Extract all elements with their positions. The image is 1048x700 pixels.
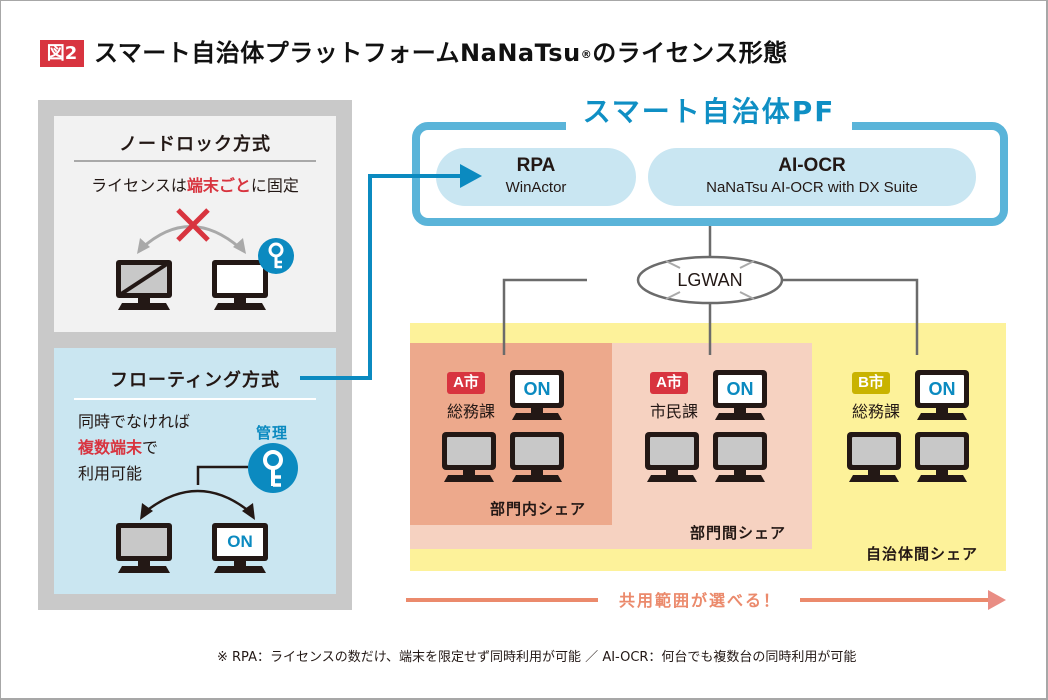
city-a-badge: A市 (447, 372, 485, 394)
prohibited-x-icon (176, 208, 210, 242)
figure-number-badge: 図2 (40, 40, 84, 67)
footnote: ※ RPA：ライセンスの数だけ、端末を限定せず同時利用が可能 ／ AI-OCR：… (217, 650, 857, 665)
ai-ocr-label: AI-OCR (778, 155, 846, 176)
rpa-label: RPA (516, 155, 556, 176)
figure-title: スマート自治体プラットフォームNaNaTsu®のライセンス形態 (94, 36, 788, 70)
city-b-badge: B市 (852, 372, 890, 394)
on-status-label: ON (726, 379, 754, 399)
floating-arc (144, 489, 251, 513)
title-tail: のライセンス形態 (592, 39, 788, 67)
monitor-idle-icon (645, 432, 699, 482)
share-range-label: 共用範囲が選べる！ (618, 591, 781, 610)
ai-ocr-product-pill: AI-OCR NaNaTsu AI-OCR with DX Suite (648, 148, 976, 206)
license-key-icon (258, 238, 294, 274)
key-management-label: 管理 (256, 424, 289, 442)
nodelock-desc-text-end: に固定 (250, 176, 299, 195)
nodelock-title: ノードロック方式 (119, 134, 271, 155)
nodelock-desc-highlight: 端末ごと (186, 176, 251, 195)
pf-title-background (566, 92, 852, 132)
dept-label: 総務課 (447, 402, 496, 421)
between-departments-share-label: 部門間シェア (690, 524, 787, 542)
nodelock-desc-text: ライセンスは (91, 176, 187, 195)
floating-desc-line3: 利用可能 (78, 464, 143, 483)
key-connector-line (196, 465, 248, 485)
monitor-licensed-icon (212, 260, 268, 310)
nodelock-description: ライセンスは端末ごとに固定 (74, 174, 316, 198)
monitor-disabled-icon (116, 260, 172, 310)
city-a-badge: A市 (650, 372, 688, 394)
arrowhead-right-icon (233, 238, 246, 254)
management-key-icon (248, 443, 298, 493)
arrowhead-left-icon (140, 503, 153, 520)
ai-ocr-product-name: NaNaTsu AI-OCR with DX Suite (706, 179, 918, 196)
dept-label: 市民課 (650, 402, 699, 421)
lgwan-cloud-icon (636, 255, 784, 305)
monitor-active-icon (510, 370, 564, 420)
floating-desc-highlight: 複数端末 (78, 438, 143, 457)
on-status-label: ON (523, 379, 551, 399)
monitor-idle-icon (116, 523, 172, 573)
monitor-active-icon (915, 370, 969, 420)
monitor-idle-icon (915, 432, 969, 482)
title-main: スマート自治体プラットフォームNaNaTsu (94, 39, 581, 67)
arrowhead-left-icon (137, 238, 150, 254)
floating-desc-line2: 複数端末で (78, 436, 158, 460)
on-status-label: ON (928, 379, 956, 399)
within-department-share-label: 部門内シェア (490, 500, 587, 518)
floating-box: フローティング方式 同時でなければ 複数端末で 利用可能 管理 (54, 348, 336, 594)
nodelock-divider (74, 160, 316, 162)
floating-desc-line2-end: で (142, 438, 159, 457)
monitor-active-icon (212, 523, 268, 573)
lgwan-label: LGWAN (677, 270, 743, 290)
rpa-product-name: WinActor (505, 179, 567, 196)
between-municipalities-share-label: 自治体間シェア (866, 545, 979, 563)
arrowhead-right-icon (460, 164, 482, 188)
on-status-label: ON (227, 532, 253, 551)
pf-title: スマート自治体PF (582, 95, 836, 128)
monitor-idle-icon (847, 432, 901, 482)
floating-desc-line1: 同時でなければ (78, 412, 191, 431)
monitor-idle-icon (713, 432, 767, 482)
arrowhead-right-icon (988, 590, 1006, 610)
monitor-idle-icon (442, 432, 496, 482)
monitor-active-icon (713, 370, 767, 420)
arrowhead-right-icon (242, 503, 255, 520)
dept-label: 総務課 (852, 402, 901, 421)
rpa-product-pill: RPA WinActor (436, 148, 636, 206)
floating-title: フローティング方式 (110, 370, 280, 391)
floating-divider (74, 398, 316, 400)
registered-mark: ® (580, 48, 593, 61)
monitor-idle-icon (510, 432, 564, 482)
